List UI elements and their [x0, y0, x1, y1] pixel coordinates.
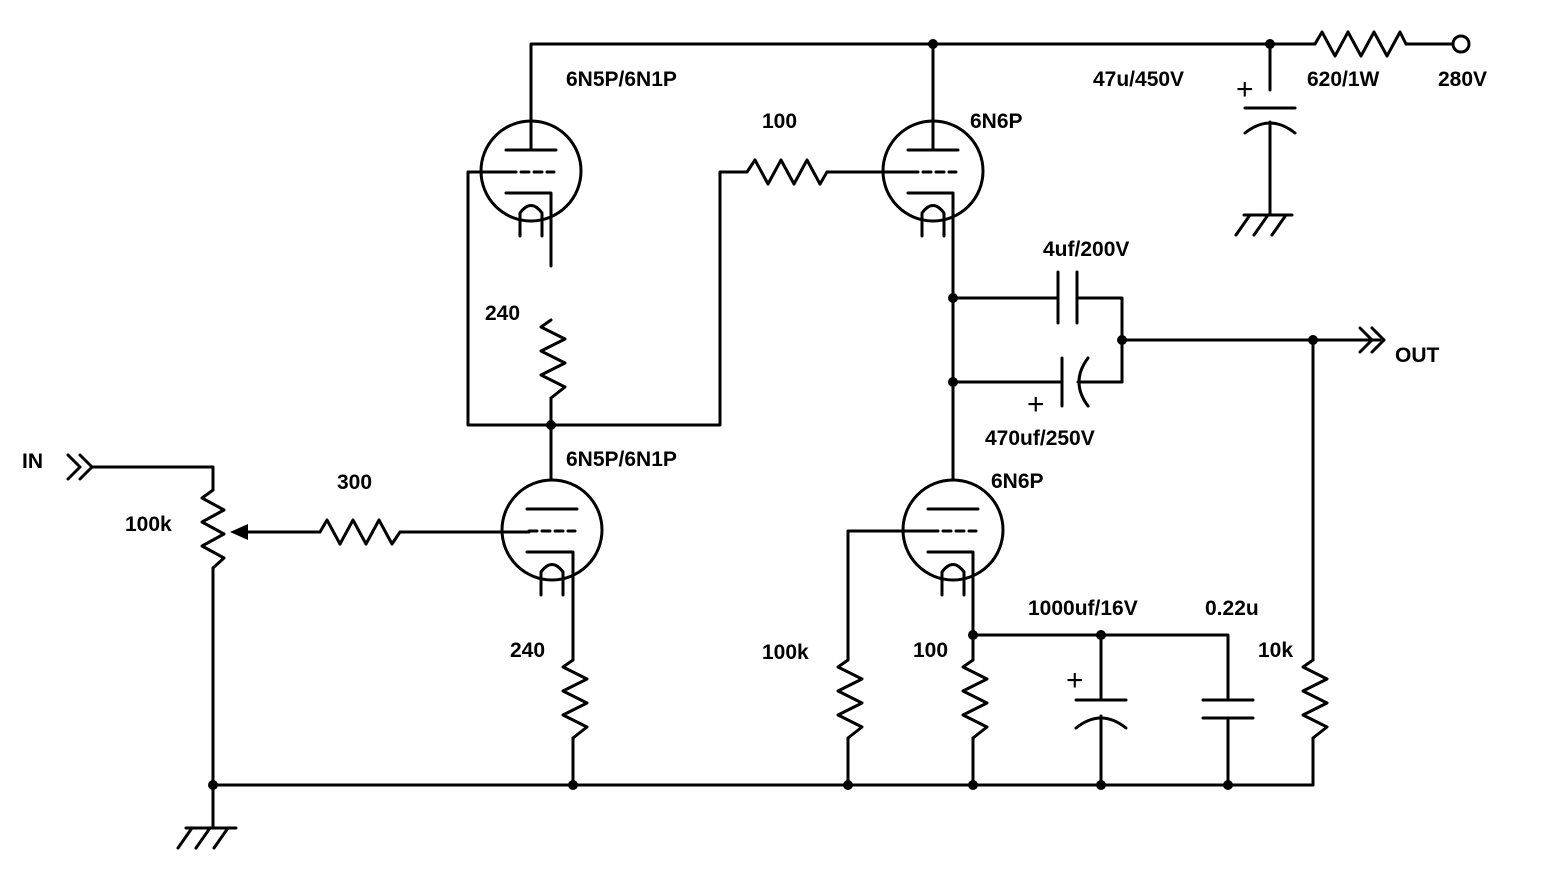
- capacitor-1000uf-16v: [1074, 698, 1128, 787]
- r-v2-cathode-label: 240: [510, 639, 545, 662]
- r-load-label: 10k: [1258, 639, 1293, 662]
- r-drop-label: 620/1W: [1307, 68, 1380, 91]
- tube-v2-label: 6N5P/6N1P: [566, 448, 677, 471]
- resistor-100-grid-stopper: [745, 158, 912, 186]
- r-v4-grid-label: 100k: [762, 641, 809, 664]
- capacitor-47u-450v: [1243, 106, 1297, 217]
- r-v1-cathode-label: 240: [485, 302, 520, 325]
- tube-v4-label: 6N6P: [991, 470, 1044, 493]
- c-out-elec-label: 470uf/250V: [985, 427, 1095, 450]
- pot-label: 100k: [125, 513, 172, 536]
- wire-v1-grid-feedback: [466, 170, 749, 482]
- c-out-elec-polarity-mark: +: [1027, 388, 1045, 421]
- r-input-label: 300: [337, 471, 372, 494]
- output-jack-arrow: [1358, 326, 1386, 354]
- capacitor-0.22u: [1201, 698, 1255, 787]
- tube-v4: [901, 478, 1005, 637]
- capacitor-470uf-250v: [1060, 356, 1124, 408]
- input-jack-arrow: [66, 453, 215, 492]
- wire-output: [1117, 335, 1382, 662]
- r-grid-stopper-label: 100: [762, 110, 797, 133]
- tube-v1-label: 6N5P/6N1P: [566, 68, 677, 91]
- c-bypass-polarity-mark: +: [1066, 664, 1084, 697]
- resistor-620-1w: [1313, 30, 1408, 58]
- resistor-240-v1-cathode: [539, 318, 567, 400]
- tube-v3-label: 6N6P: [970, 110, 1023, 133]
- wire-bypass-top: [971, 630, 1230, 702]
- tube-v3: [881, 118, 985, 300]
- tube-v1: [466, 118, 583, 268]
- resistor-100-v4-cathode: [961, 630, 989, 787]
- supply-rail: [529, 39, 1454, 122]
- c-out-film-label: 4uf/200V: [1043, 238, 1129, 261]
- r-v4-cathode-label: 100: [913, 639, 948, 662]
- resistor-100k-v4-grid: [836, 658, 864, 787]
- wire-v3-cathode-v4-anode: [948, 293, 1062, 482]
- c-filter-polarity-mark: +: [1236, 73, 1254, 106]
- ground-symbol-main: [176, 826, 238, 850]
- input-label: IN: [22, 450, 43, 473]
- c-bypass-film-label: 0.22u: [1205, 597, 1259, 620]
- capacitor-4uf-200v: [1056, 270, 1124, 384]
- potentiometer-100k: [200, 488, 322, 787]
- resistor-10k-load: [1301, 658, 1329, 787]
- ground-rail: [208, 780, 1315, 830]
- c-filter-label: 47u/450V: [1093, 68, 1184, 91]
- resistor-300-input: [318, 518, 531, 546]
- supply-voltage-label: 280V: [1438, 68, 1487, 91]
- supply-terminal: [1451, 34, 1471, 54]
- tube-v2: [500, 478, 604, 662]
- c-bypass-elec-label: 1000uf/16V: [1028, 597, 1138, 620]
- resistor-240-v2-cathode: [561, 658, 589, 787]
- output-label: OUT: [1395, 344, 1440, 367]
- wire-v4-grid: [846, 529, 932, 662]
- ground-symbol-supply: [1234, 213, 1294, 237]
